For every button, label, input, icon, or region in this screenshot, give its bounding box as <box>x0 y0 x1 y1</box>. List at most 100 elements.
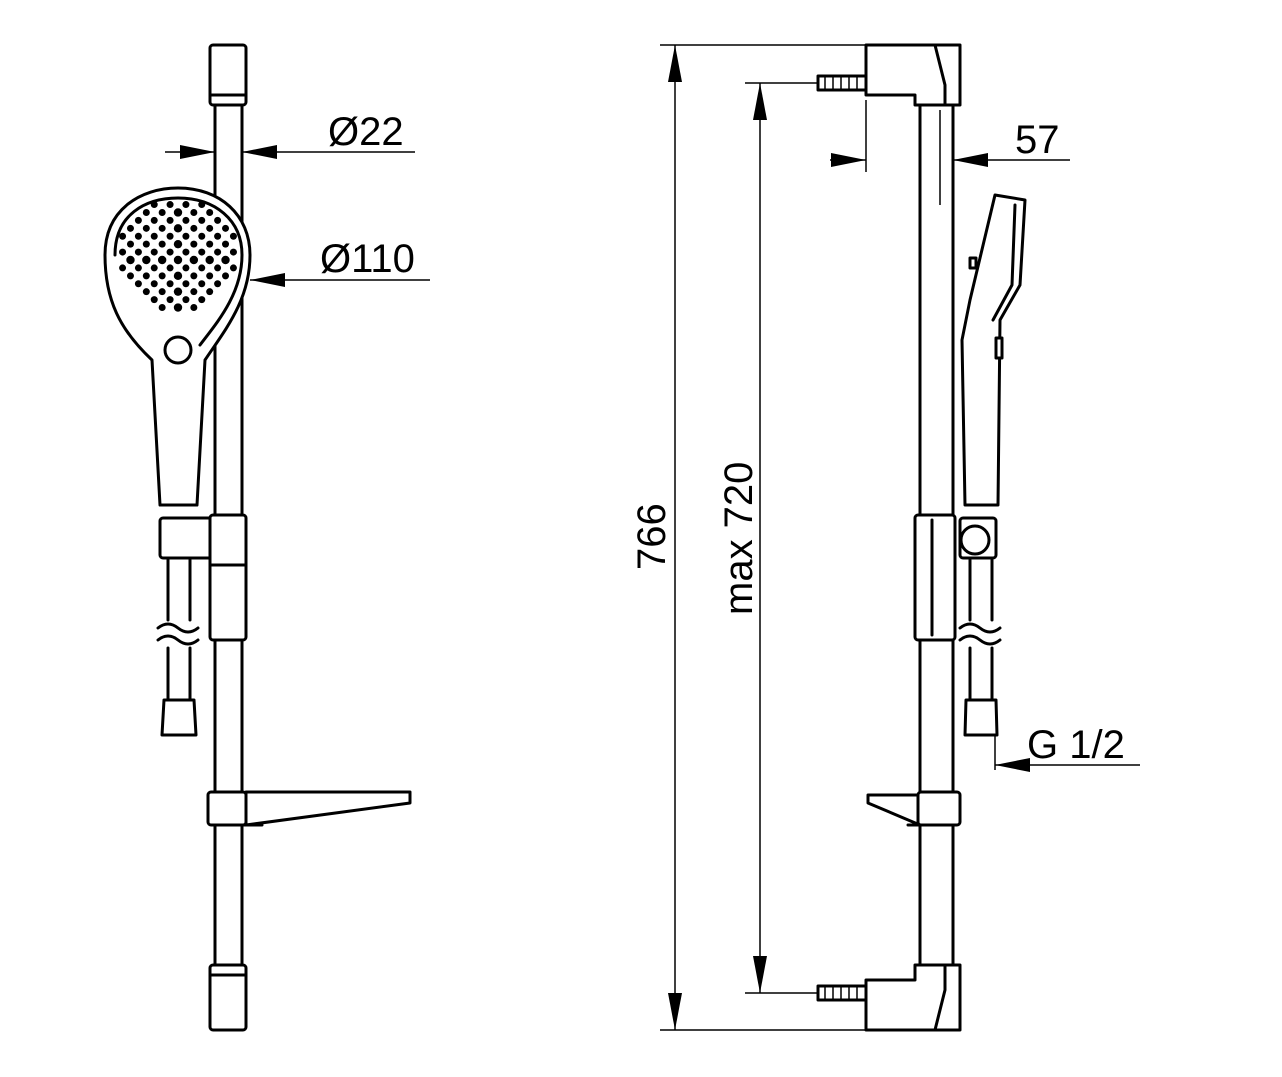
spray-nozzles <box>119 201 237 312</box>
nozzle-dot <box>150 216 158 224</box>
nozzle-dot <box>142 224 150 232</box>
nozzle-dot <box>182 296 190 304</box>
nozzle-dot <box>222 240 230 248</box>
nozzle-dot <box>150 248 158 256</box>
nozzle-dot <box>142 240 150 248</box>
wall-bracket-top <box>864 43 962 107</box>
nozzle-dot <box>158 224 166 232</box>
dim-fixing-distance: max 720 <box>717 82 818 994</box>
nozzle-dot <box>198 248 206 256</box>
nozzle-dot <box>166 201 174 209</box>
slider-side <box>913 513 957 642</box>
nozzle-dot <box>214 216 222 224</box>
dim-total-height: 766 <box>630 44 930 1031</box>
nozzle-dot <box>134 280 142 288</box>
nozzle-dot <box>182 248 190 256</box>
hose-side <box>958 558 1002 737</box>
nozzle-dot <box>229 232 237 240</box>
rail-bottom-cap <box>208 963 248 1032</box>
nozzle-dot <box>173 255 183 265</box>
nozzle-dot <box>142 208 150 216</box>
nozzle-dot <box>190 224 198 232</box>
nozzle-dot <box>229 248 237 256</box>
nozzle-dot <box>182 264 190 272</box>
nozzle-dot <box>198 264 206 272</box>
dim-total-height-label: 766 <box>630 503 674 570</box>
nozzle-dot <box>166 232 174 240</box>
nozzle-dot <box>198 201 206 209</box>
nozzle-dot <box>134 248 142 256</box>
front-view: Ø22 Ø110 <box>103 43 430 1032</box>
nozzle-dot <box>126 240 134 248</box>
nozzle-dot <box>150 232 158 240</box>
dim-fixing-distance-label: max 720 <box>717 462 761 615</box>
wall-screw-bottom <box>816 984 868 1002</box>
nozzle-dot <box>198 280 206 288</box>
nozzle-dot <box>119 264 127 272</box>
hose <box>156 558 200 737</box>
nozzle-dot <box>173 287 183 296</box>
dim-head-diameter-label: Ø110 <box>320 237 415 281</box>
nozzle-dot <box>166 264 174 272</box>
hose-end <box>160 698 198 737</box>
nozzle-dot <box>134 232 142 240</box>
nozzle-dot <box>150 280 158 288</box>
nozzle-dot <box>222 224 230 232</box>
nozzle-dot <box>190 240 198 248</box>
nozzle-dot <box>206 272 214 280</box>
wall-screw-top <box>816 74 868 92</box>
nozzle-dot <box>142 288 150 296</box>
hand-shower-side <box>960 193 1027 507</box>
nozzle-dot <box>182 280 190 288</box>
nozzle-dot <box>214 264 222 272</box>
nozzle-dot <box>134 216 142 224</box>
nozzle-dot <box>157 255 167 265</box>
nozzle-dot <box>206 208 214 216</box>
nozzle-dot <box>189 255 199 265</box>
spray-mode-button <box>163 335 193 365</box>
nozzle-dot <box>173 224 183 233</box>
nozzle-dot <box>166 280 174 288</box>
nozzle-dot <box>190 272 198 280</box>
dim-rail-diameter: Ø22 <box>165 110 415 165</box>
nozzle-dot <box>205 255 214 265</box>
nozzle-dot <box>119 232 127 240</box>
nozzle-dot <box>158 272 166 280</box>
hand-shower-front <box>103 186 252 507</box>
soap-dish-side <box>866 790 962 827</box>
nozzle-dot <box>134 264 142 272</box>
shower-holder <box>158 516 214 560</box>
nozzle-dot <box>158 208 166 216</box>
dim-rail-diameter-label: Ø22 <box>328 110 404 154</box>
nozzle-dot <box>214 248 222 256</box>
soap-dish-front <box>206 790 412 827</box>
nozzle-dot <box>198 296 206 304</box>
nozzle-dot <box>166 296 174 304</box>
nozzle-dot <box>150 296 158 304</box>
nozzle-dot <box>182 201 190 209</box>
side-view: 766 max 720 57 G 1/2 <box>630 43 1140 1032</box>
nozzle-dot <box>142 255 151 265</box>
nozzle-dot <box>222 272 230 280</box>
nozzle-dot <box>198 216 206 224</box>
nozzle-dot <box>158 304 166 312</box>
nozzle-dot <box>182 216 190 224</box>
nozzle-dot <box>190 304 198 312</box>
nozzle-dot <box>206 288 214 296</box>
nozzle-dot <box>158 240 166 248</box>
nozzle-dot <box>198 232 206 240</box>
nozzle-dot <box>214 280 222 288</box>
nozzle-dot <box>150 201 158 209</box>
nozzle-dot <box>150 264 158 272</box>
nozzle-dot <box>158 288 166 296</box>
dim-connection: G 1/2 <box>994 723 1140 772</box>
nozzle-dot <box>206 240 214 248</box>
nozzle-dot <box>190 288 198 296</box>
dim-head-diameter: Ø110 <box>250 237 430 287</box>
nozzle-dot <box>173 303 183 312</box>
nozzle-dot <box>206 224 214 232</box>
nozzle-dot <box>126 272 134 280</box>
nozzle-dot <box>182 232 190 240</box>
nozzle-dot <box>190 208 198 216</box>
